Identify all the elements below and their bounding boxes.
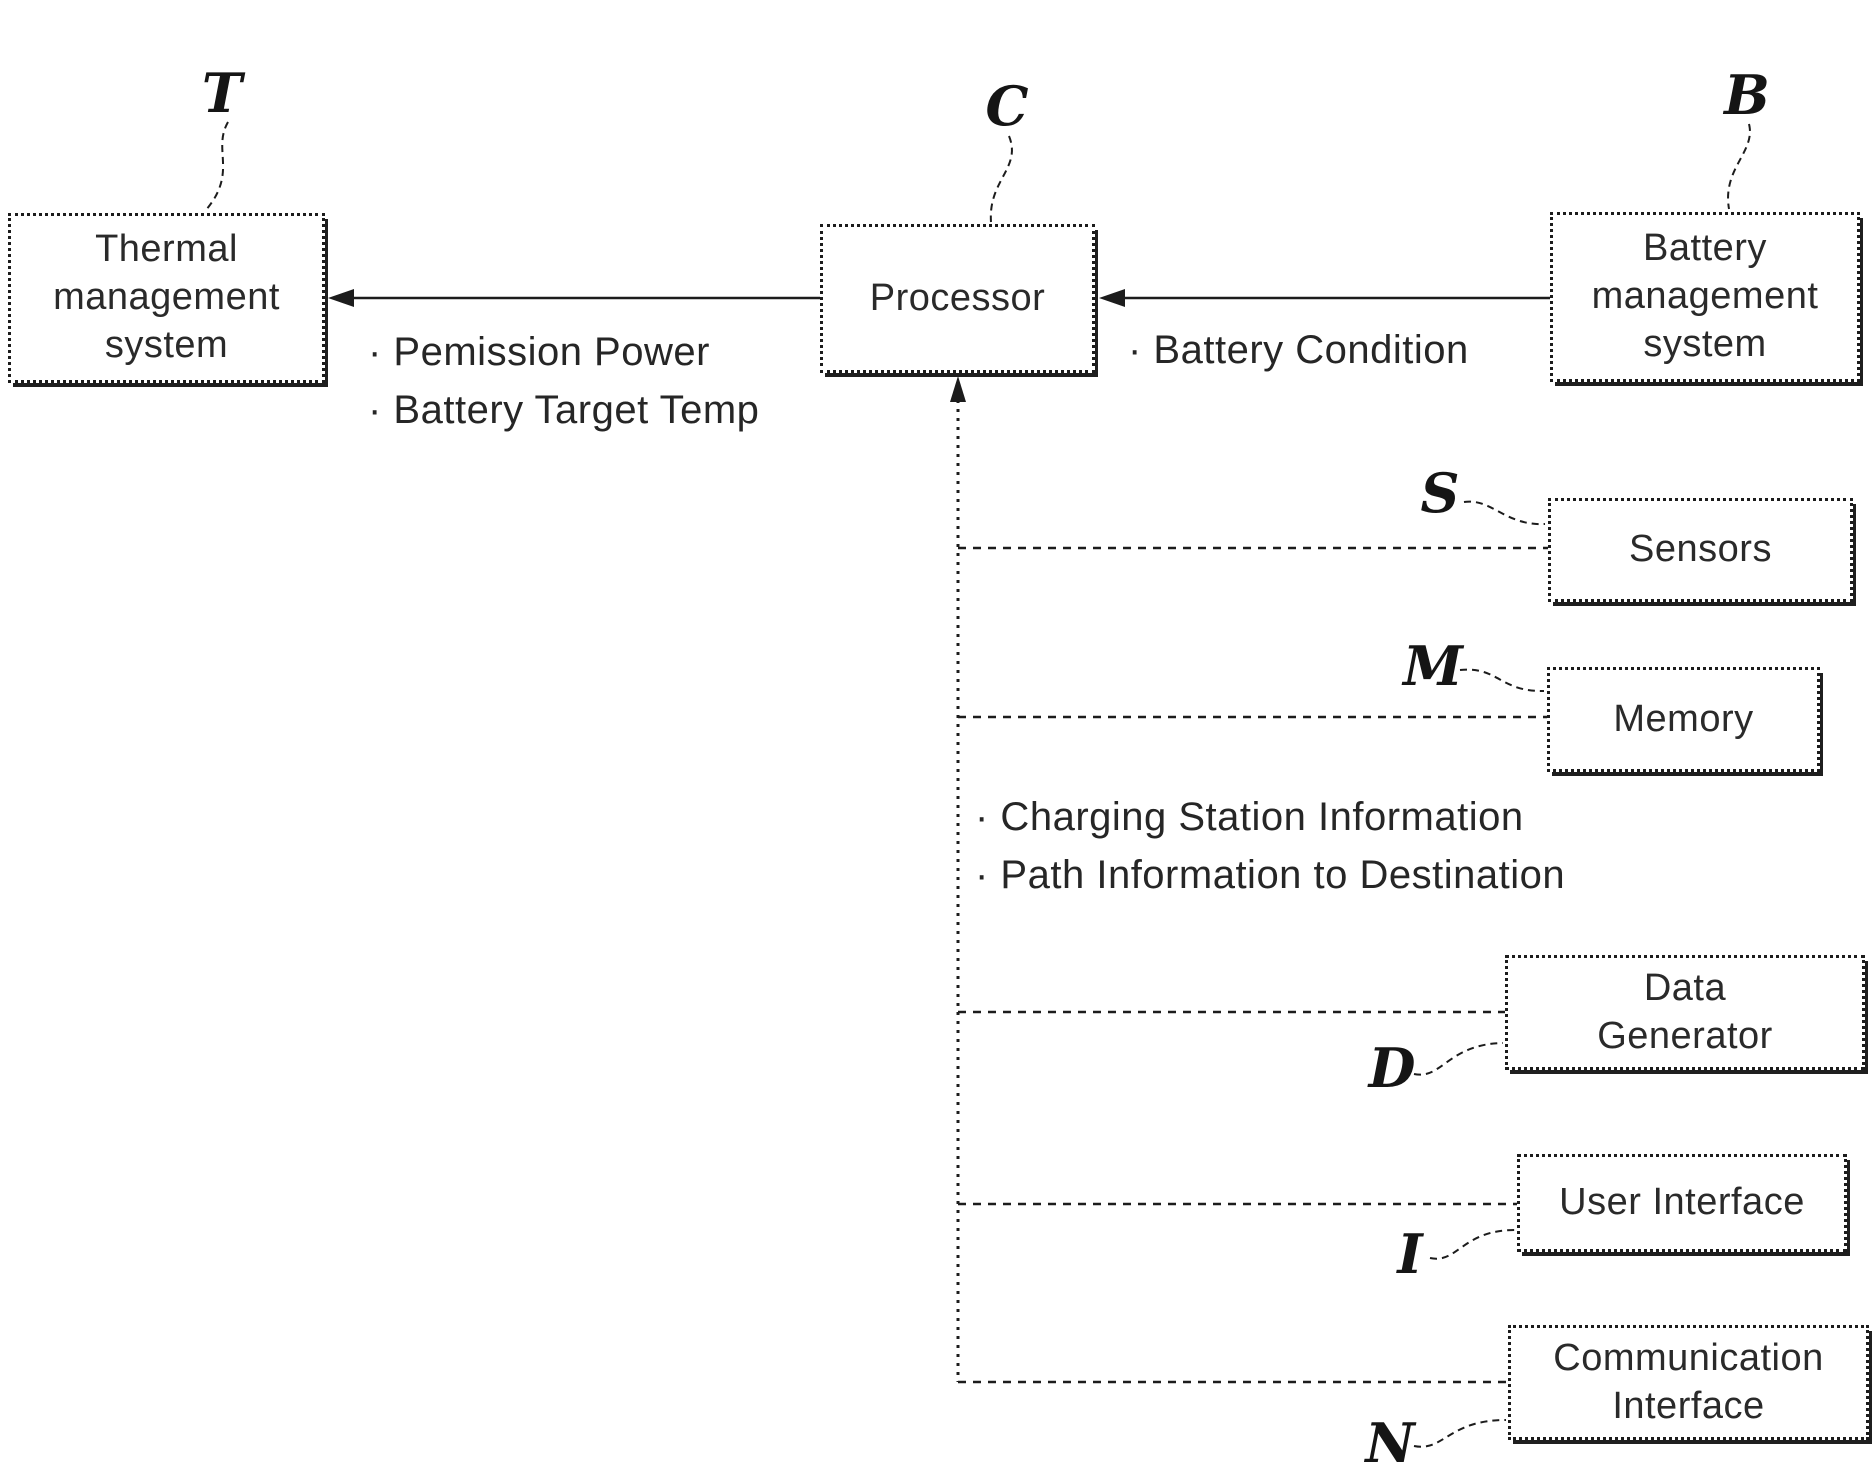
leader-squiggle-d — [1413, 1042, 1504, 1076]
annotation-battery-target-temp: · Battery Target Temp — [368, 388, 760, 432]
processor-box: Processor — [820, 224, 1095, 373]
leader-squiggle-t — [205, 121, 229, 211]
leader-squiggle-m — [1459, 668, 1545, 693]
ref-label-data-generator: D — [1368, 1036, 1416, 1100]
box-label-line: Processor — [869, 276, 1046, 319]
annotation-charging-station-information: · Charging Station Information — [975, 795, 1524, 839]
box-label-line: system — [104, 323, 229, 366]
arrowhead-into-thermal — [328, 289, 354, 307]
box-label-line: Interface — [1612, 1384, 1765, 1427]
ref-label-thermal: T — [201, 61, 243, 125]
box-label-line: Data — [1643, 966, 1727, 1009]
ref-label-battery: B — [1724, 63, 1770, 127]
leader-squiggle-c — [989, 135, 1013, 223]
leader-squiggle-s — [1463, 500, 1546, 526]
arrowhead-into-processor-bottom — [950, 376, 966, 402]
thermal-management-system-box: Thermal management system — [8, 213, 325, 383]
arrowhead-into-processor-right — [1099, 289, 1125, 307]
leader-squiggle-b — [1727, 123, 1751, 210]
memory-box: Memory — [1547, 667, 1820, 772]
box-label-line: Generator — [1597, 1014, 1773, 1057]
ref-label-sensors: S — [1420, 461, 1460, 525]
communication-interface-box: Communication Interface — [1508, 1325, 1869, 1440]
annotation-path-information: · Path Information to Destination — [975, 853, 1566, 897]
ref-label-user-interface: I — [1397, 1222, 1423, 1286]
battery-management-system-box: Battery management system — [1550, 212, 1860, 382]
data-generator-box: Data Generator — [1505, 955, 1865, 1070]
ref-label-memory: M — [1403, 634, 1463, 698]
user-interface-box: User Interface — [1517, 1154, 1847, 1252]
leader-squiggle-i — [1429, 1229, 1516, 1260]
box-label-line: management — [53, 276, 280, 319]
annotation-battery-condition: · Battery Condition — [1128, 328, 1469, 372]
sensors-box: Sensors — [1548, 498, 1853, 602]
box-label-line: Sensors — [1629, 528, 1772, 571]
box-label-line: Communication — [1553, 1336, 1824, 1379]
box-label-line: User Interface — [1559, 1181, 1805, 1224]
ref-label-processor: C — [985, 74, 1029, 138]
leader-squiggle-n — [1413, 1419, 1507, 1448]
box-label-line: Battery — [1643, 227, 1767, 270]
box-label-line: Thermal — [95, 228, 238, 271]
annotation-permission-power: · Pemission Power — [368, 330, 710, 374]
box-label-line: system — [1643, 322, 1767, 365]
box-label-line: management — [1591, 275, 1819, 318]
box-label-line: Memory — [1613, 697, 1754, 740]
ref-label-comm-interface: N — [1365, 1411, 1415, 1464]
